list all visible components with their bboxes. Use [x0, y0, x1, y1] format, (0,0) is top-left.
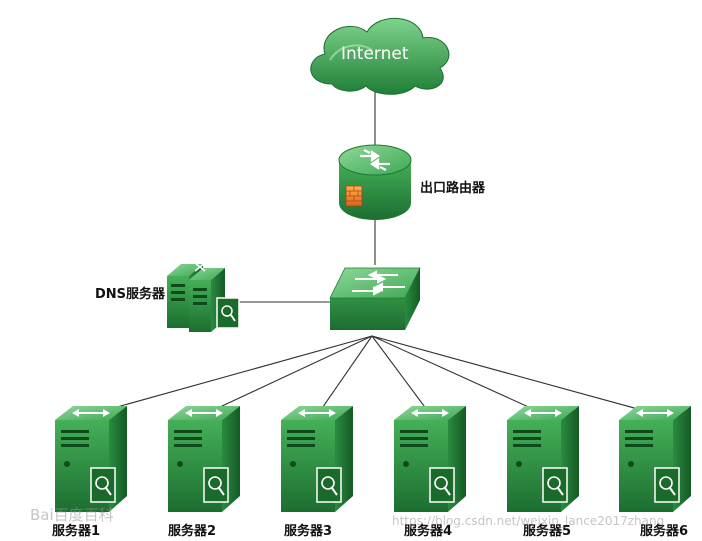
url-watermark: https://blog.csdn.net/weixin_lance2017zh… [392, 514, 665, 528]
switch-icon [329, 267, 421, 330]
link-switch-server4 [371, 335, 431, 415]
server-label-2: 服务器2 [168, 524, 217, 539]
router-label: 出口路由器 [420, 181, 486, 196]
server-icon-3 [281, 406, 353, 512]
baidu-watermark: Bai百度百科 [30, 506, 114, 524]
link-switch-server5 [371, 335, 545, 415]
server-icon-6 [619, 406, 691, 512]
server-icon-4 [394, 406, 466, 512]
link-switch-server3 [317, 335, 373, 415]
server-icon-2 [168, 406, 240, 512]
server-label-5: 服务器5 [523, 524, 572, 539]
server-label-3: 服务器3 [284, 524, 333, 539]
server-icon-5 [507, 406, 579, 512]
dns-server-label: DNS服务器 [95, 287, 166, 302]
link-switch-server6 [371, 335, 657, 415]
link-switch-server1 [91, 335, 373, 415]
cloud-icon [310, 18, 450, 95]
server-label-6: 服务器6 [640, 524, 689, 539]
router-icon [338, 144, 412, 220]
server-icon-1 [55, 406, 127, 512]
server-group [55, 406, 691, 512]
server-label-1: 服务器1 [52, 524, 101, 539]
link-switch-server2 [204, 335, 373, 415]
internet-label: Internet [341, 44, 409, 64]
connection-lines [91, 92, 657, 415]
server-label-4: 服务器4 [404, 524, 453, 539]
dns-server-icon [167, 262, 240, 332]
